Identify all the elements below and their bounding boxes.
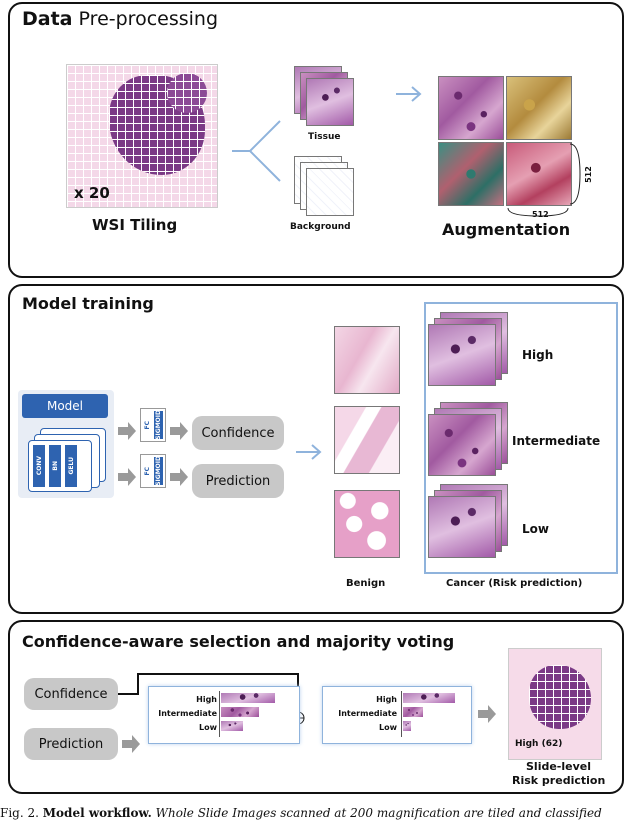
background-tile bbox=[306, 168, 354, 216]
prediction-box: Prediction bbox=[192, 464, 284, 498]
wsi-tiling-label: WSI Tiling bbox=[92, 216, 178, 234]
layer-bn: BN bbox=[51, 461, 59, 471]
augmentation-tile bbox=[438, 76, 504, 140]
risk-low-label: Low bbox=[522, 522, 549, 536]
model-training-panel: Model training Model CONV BN GELU FC SIG… bbox=[8, 284, 624, 614]
bar-high bbox=[221, 693, 275, 703]
slide-result-image: High (62) bbox=[508, 648, 602, 760]
risk-prediction-label: Risk prediction bbox=[512, 774, 606, 787]
hist-label-intermediate: Intermediate bbox=[338, 709, 397, 718]
fc-label: FC bbox=[144, 466, 151, 476]
figure-caption: Fig. 2. Model workflow. Whole Slide Imag… bbox=[0, 806, 640, 820]
augmentation-tile bbox=[506, 142, 572, 206]
layer-gelu: GELU bbox=[67, 457, 75, 475]
dimension-brackets bbox=[507, 143, 581, 217]
magnification-label: x 20 bbox=[74, 184, 110, 202]
intermediate-risk-tile bbox=[428, 414, 496, 476]
layer-conv: CONV bbox=[35, 456, 43, 476]
model-label: Model bbox=[22, 394, 108, 418]
augmentation-tile bbox=[506, 76, 572, 140]
hist-label-low: Low bbox=[199, 723, 217, 732]
risk-high-label: High bbox=[522, 348, 554, 362]
arrow-right-icon bbox=[478, 705, 496, 723]
risk-histogram-selected: High Intermediate Low bbox=[322, 686, 472, 744]
layer-stack: CONV BN GELU bbox=[28, 440, 92, 492]
wsi-image bbox=[66, 64, 218, 208]
benign-label: Benign bbox=[346, 578, 386, 589]
background-label: Background bbox=[290, 222, 351, 232]
model-flow-arrows bbox=[118, 422, 188, 486]
sigmoid-label: SIGMOID bbox=[155, 410, 162, 440]
confidence-box: Confidence bbox=[24, 678, 118, 710]
model-box: Model CONV BN GELU bbox=[18, 390, 114, 498]
benign-tile bbox=[334, 490, 400, 558]
fc-label: FC bbox=[144, 420, 151, 430]
hist-label-intermediate: Intermediate bbox=[158, 709, 217, 718]
cancer-box bbox=[424, 302, 618, 574]
risk-intermediate-label: Intermediate bbox=[512, 434, 601, 448]
low-risk-tile bbox=[428, 496, 496, 558]
panel-title: Data Pre-processing bbox=[22, 8, 219, 30]
dimension-width-label: 512 bbox=[532, 210, 549, 219]
risk-histogram-all: High Intermediate Low bbox=[148, 686, 300, 744]
data-preprocessing-panel: Data Pre-processing x 20 WSI Tiling Tiss… bbox=[8, 2, 624, 278]
panel-title: Model training bbox=[22, 294, 154, 313]
caption-text: Whole Slide Images scanned at 200 magnif… bbox=[155, 806, 602, 820]
bar-intermediate bbox=[221, 707, 259, 717]
benign-tile bbox=[334, 406, 400, 474]
selection-voting-panel: Confidence-aware selection and majority … bbox=[8, 620, 624, 794]
hist-label-low: Low bbox=[379, 723, 397, 732]
tissue-label: Tissue bbox=[308, 132, 341, 142]
high-risk-tile bbox=[428, 324, 496, 386]
panel-title: Confidence-aware selection and majority … bbox=[22, 632, 455, 651]
bar-intermediate bbox=[403, 707, 423, 717]
bar-low bbox=[403, 721, 411, 731]
caption-bold: Model workflow. bbox=[42, 806, 152, 820]
hist-label-high: High bbox=[376, 695, 397, 704]
arrow-right-icon bbox=[296, 444, 322, 460]
hist-label-high: High bbox=[196, 695, 217, 704]
augmentation-tile bbox=[438, 142, 504, 206]
caption-prefix: Fig. 2. bbox=[0, 806, 39, 820]
head-confidence: FC SIGMOID bbox=[140, 408, 166, 442]
augmentation-label: Augmentation bbox=[442, 220, 571, 239]
slide-level-label: Slide-level bbox=[526, 760, 591, 773]
benign-tile bbox=[334, 326, 400, 394]
prediction-box: Prediction bbox=[24, 728, 118, 760]
dimension-height-label: 512 bbox=[583, 166, 593, 183]
confidence-box: Confidence bbox=[192, 416, 284, 450]
result-label: High (62) bbox=[515, 739, 563, 749]
cancer-label: Cancer (Risk prediction) bbox=[446, 578, 583, 589]
split-connector bbox=[232, 120, 281, 182]
head-prediction: FC SIGMOID bbox=[140, 454, 166, 488]
arrow-right-icon bbox=[396, 86, 422, 102]
tissue-tile bbox=[306, 78, 354, 126]
bar-high bbox=[403, 693, 455, 703]
sigmoid-label: SIGMOID bbox=[155, 456, 162, 486]
bar-low bbox=[221, 721, 243, 731]
